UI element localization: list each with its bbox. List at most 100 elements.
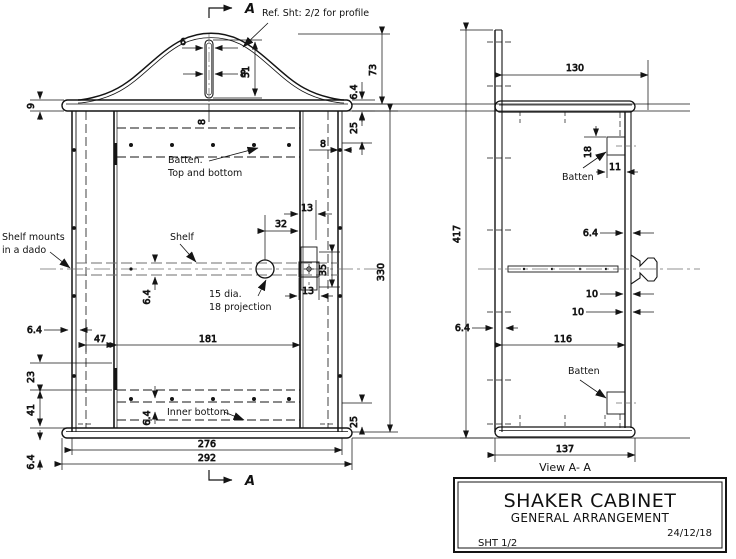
dim-door-stile-13: 13 [284,200,332,240]
dim-bottom-rail-41: 41 [26,384,112,429]
batten-bottom-inner [78,389,334,425]
dim-label: 41 [26,404,37,416]
note-label-2: Top and bottom [167,168,242,179]
side-bottom-board [494,426,636,438]
dim-bottom-board-64: 6.4 [26,430,43,470]
dim-label: 276 [198,439,216,450]
side-view-notes: Batten Batten [562,151,607,399]
note-batten-top: Batten. Top and bottom [167,146,259,179]
dim-side-64-left: 6.4 [455,323,518,334]
note-label: Inner bottom [167,407,229,418]
dim-door-width-181: 181 [109,334,301,348]
dim-left-gap-64: 6.4 [27,325,92,336]
dim-label: 10 [586,289,598,300]
side-door-knob [630,254,658,285]
cabinet-carcass-front [61,111,353,439]
dim-label: 35 [318,264,329,276]
dim-label: 8 [320,139,326,150]
dim-knob-10b: 10 [572,307,654,318]
note-knob: 15 dia. 18 projection [209,279,272,313]
title-block-sheet: SHT 1/2 [478,538,517,549]
dim-crest-slot-8: 8 [183,69,246,80]
dim-label: 6.4 [349,84,360,99]
cabinet-door [113,111,304,428]
title-block-subtitle: GENERAL ARRANGEMENT [511,511,670,525]
dim-crest-slot-6: 6 [180,37,238,51]
side-top-tick-marks [519,112,606,428]
note-inner-bottom: Inner bottom [167,407,245,421]
note-batten-side-bottom: Batten [568,366,607,399]
dim-latch-width-13: 13 [285,278,333,300]
front-view-notes: Ref. Sht: 2/2 for profile Batten. Top an… [2,8,369,421]
batten-top [117,127,300,158]
dim-label: 73 [368,64,379,76]
dim-label: 6.4 [142,410,153,425]
dim-batten-18: 18 [583,126,606,158]
dim-lower-rail-23: 23 [26,354,112,399]
dim-label: 6 [180,37,186,48]
door-latch-plate [298,246,320,291]
dim-inner-width-276: 276 [64,438,343,455]
arched-crest [77,32,345,104]
section-arrow-bottom [208,470,233,484]
dim-label: 181 [199,334,217,345]
note-label: Batten [568,366,600,377]
dim-label: 8 [240,69,246,80]
dim-overall-depth-137: 137 [487,438,636,462]
hidden-edges-front [85,111,329,428]
dim-label: 9 [26,103,37,109]
note-label: Batten. [168,155,203,166]
dim-label: 6.4 [27,325,42,336]
dim-label: 8 [197,119,208,125]
dim-height-417: 417 [452,22,493,439]
dim-knob-10a: 10 [586,289,654,300]
title-block-date: 24/12/18 [667,528,712,539]
dim-crest-center-8: 8 [197,104,210,125]
dim-label: 330 [376,263,387,281]
dim-label: 23 [26,371,37,383]
dim-depth-130: 130 [494,60,649,110]
note-label: Ref. Sht: 2/2 for profile [262,8,369,19]
dim-label: 6.4 [142,289,153,304]
dim-label: 51 [241,66,252,78]
dim-label: 11 [609,162,621,173]
note-label-2: in a dado [2,245,46,256]
dim-label: 137 [556,444,574,455]
shelf-front [40,262,378,276]
section-arrow-top [208,4,233,18]
side-view-dimensions: 130 417 18 11 6.4 [452,22,654,462]
dim-label: 116 [554,334,572,345]
side-hidden-marks [487,41,512,425]
dim-bottom-25: 25 [342,394,372,435]
dim-batten-11: 11 [596,155,638,178]
dim-side-64-upper: 6.4 [583,215,654,240]
dim-label: 25 [349,416,360,428]
front-view-dimensions: 6 8 51 8 9 [26,26,398,470]
side-back-panel [494,29,503,432]
dowel-marks-left [72,148,76,378]
dim-label: 18 [583,146,594,158]
crest-keyhole-slot [204,34,214,102]
note-shelf: Shelf [170,232,197,263]
dim-latch-offset-32: 32 [257,215,299,260]
dim-label: 292 [198,453,216,464]
dim-label: 25 [349,122,360,134]
dim-label: 32 [275,219,287,230]
dim-label: 13 [301,203,313,214]
dim-top-to-batten-25: 25 [342,110,372,155]
top-board [61,99,353,112]
side-batten-bottom [606,391,636,415]
dim-shelf-thk-64: 6.4 [142,254,158,305]
side-door [624,112,632,428]
note-label: 15 dia. [209,289,242,300]
dim-crest-slot-51: 51 [213,39,262,99]
dim-label: 6.4 [583,228,598,239]
note-label: Shelf mounts [2,232,65,243]
note-profile-ref: Ref. Sht: 2/2 for profile [242,8,369,48]
side-top-board [494,100,636,113]
dim-latch-height-35: 35 [318,244,340,288]
side-shelf [478,265,700,273]
note-label-2: 18 projection [209,302,272,313]
